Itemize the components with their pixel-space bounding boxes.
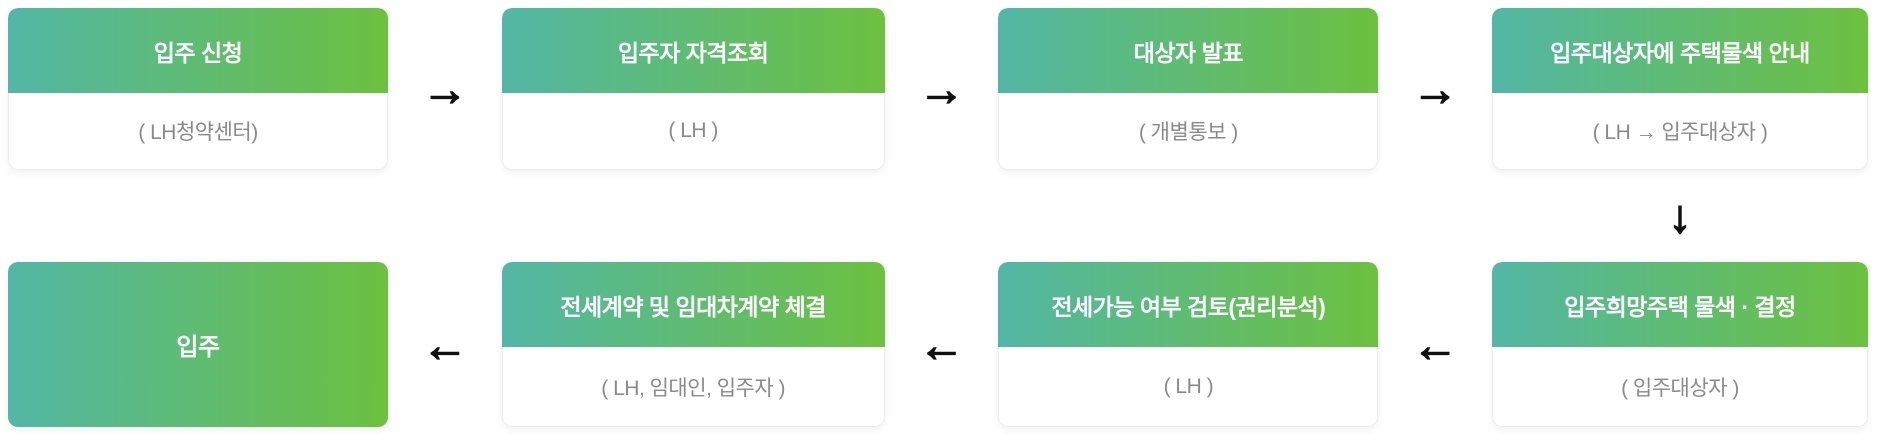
step-subtitle: ( LH청약센터) [8,93,388,170]
step-title: 입주대상자에 주택물색 안내 [1491,8,1868,93]
step-box-eligibility-check: 입주자 자격조회 ( LH ) [501,8,885,170]
step-subtitle: ( LH → 입주대상자 ) [1491,93,1868,170]
step-title: 입주자 자격조회 [501,8,885,93]
step-title: 전세계약 및 임대차계약 체결 [501,262,885,347]
step-box-feasibility-review: 전세가능 여부 검토(권리분석) ( LH ) [998,262,1379,427]
step-title: 입주희망주택 물색 · 결정 [1491,262,1868,347]
step-box-contract: 전세계약 및 임대차계약 체결 ( LH, 임대인, 입주자 ) [501,262,885,427]
arrow-right-icon: → [1411,63,1459,115]
step-title: 전세가능 여부 검토(권리분석) [998,262,1379,347]
step-box-housing-decision: 입주희망주택 물색 · 결정 ( 입주대상자 ) [1491,262,1868,427]
step-title: 입주 신청 [8,8,388,93]
step-subtitle: ( LH ) [501,93,885,170]
arrow-left-icon: ← [421,318,468,371]
step-subtitle: ( 개별통보 ) [998,93,1379,170]
arrow-left-icon: ← [918,318,965,371]
arrow-down-icon: ↓ [1668,190,1693,242]
step-subtitle: ( 입주대상자 ) [1491,347,1868,427]
arrow-right-icon: → [918,63,965,115]
step-box-move-in: 입주 [8,262,388,427]
arrow-right-icon: → [421,63,468,115]
step-title: 입주 [176,334,220,361]
step-box-housing-search-notice: 입주대상자에 주택물색 안내 ( LH → 입주대상자 ) [1491,8,1868,170]
step-box-announcement: 대상자 발표 ( 개별통보 ) [998,8,1379,170]
arrow-left-icon: ← [1411,318,1459,371]
step-title: 대상자 발표 [998,8,1379,93]
step-subtitle: ( LH ) [998,347,1379,427]
step-box-apply: 입주 신청 ( LH청약센터) [8,8,388,170]
step-subtitle: ( LH, 임대인, 입주자 ) [501,347,885,427]
